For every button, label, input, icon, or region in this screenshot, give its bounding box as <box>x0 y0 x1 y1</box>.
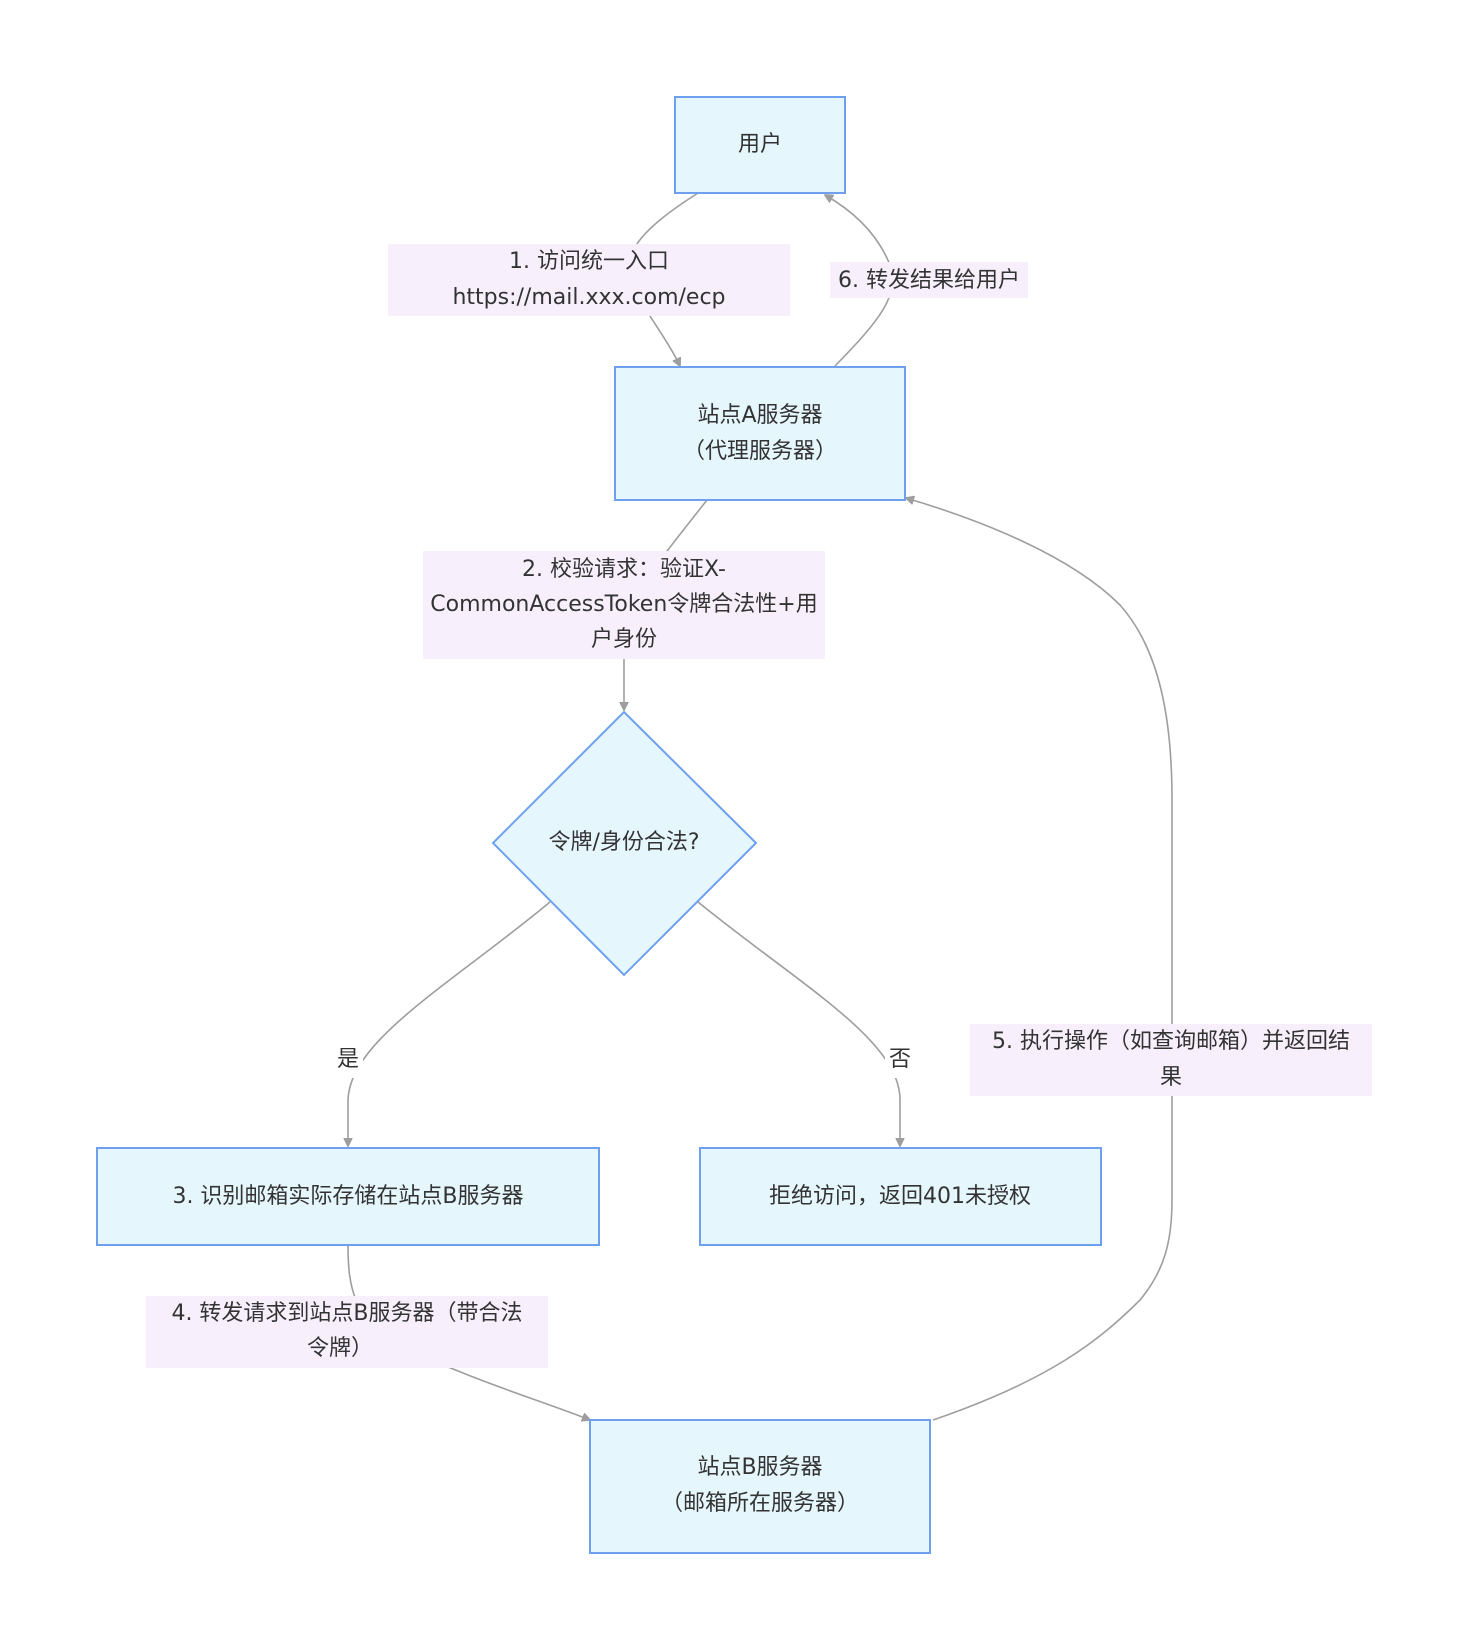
edge-label-1: 1. 访问统一入口 https://mail.xxx.com/ecp <box>388 244 790 316</box>
edge-decision-no <box>697 901 900 1146</box>
edge-label-yes-text: 是 <box>337 1047 359 1072</box>
edge-site-b-to-site-a <box>906 498 1173 1421</box>
node-decision: 令牌/身份合法? <box>491 710 758 977</box>
edge-decision-yes <box>348 901 551 1146</box>
edge-label-5-line-2: 果 <box>1160 1065 1182 1090</box>
edge-label-4-line-1: 4. 转发请求到站点B服务器（带合法 <box>171 1301 522 1326</box>
edge-label-1-line-2: https://mail.xxx.com/ecp <box>452 285 725 310</box>
edge-label-6: 6. 转发结果给用户 <box>830 262 1028 298</box>
edge-label-6-line-1: 6. 转发结果给用户 <box>838 268 1020 293</box>
edge-label-2-line-3: 户身份 <box>591 627 657 652</box>
edge-label-1-line-1: 1. 访问统一入口 <box>509 249 669 274</box>
edge-label-yes: 是 <box>333 1042 363 1078</box>
edge-label-5-line-1: 5. 执行操作（如查询邮箱）并返回结 <box>992 1029 1350 1054</box>
node-identify: 3. 识别邮箱实际存储在站点B服务器 <box>96 1147 600 1246</box>
edge-label-no-text: 否 <box>889 1047 911 1072</box>
edge-label-2-line-1: 2. 校验请求：验证X- <box>522 557 726 582</box>
node-site-b-line-1: 站点B服务器 <box>697 1455 822 1480</box>
edge-label-no: 否 <box>885 1042 915 1078</box>
edge-label-5: 5. 执行操作（如查询邮箱）并返回结 果 <box>970 1024 1372 1096</box>
node-site-b: 站点B服务器 （邮箱所在服务器） <box>589 1419 931 1554</box>
node-user-label: 用户 <box>738 132 782 157</box>
node-decision-label: 令牌/身份合法? <box>548 830 699 855</box>
node-identify-label: 3. 识别邮箱实际存储在站点B服务器 <box>172 1184 523 1209</box>
node-reject: 拒绝访问，返回401未授权 <box>699 1147 1102 1246</box>
node-user: 用户 <box>674 96 846 194</box>
node-site-a-line-2: （代理服务器） <box>683 439 837 464</box>
node-site-b-line-2: （邮箱所在服务器） <box>661 1491 859 1516</box>
node-site-a: 站点A服务器 （代理服务器） <box>614 366 906 501</box>
edge-label-4-line-2: 令牌） <box>307 1336 373 1361</box>
edge-label-4: 4. 转发请求到站点B服务器（带合法 令牌） <box>146 1296 548 1368</box>
node-site-a-line-1: 站点A服务器 <box>697 403 822 428</box>
edge-label-2: 2. 校验请求：验证X- CommonAccessToken令牌合法性+用 户身… <box>423 551 825 659</box>
node-reject-label: 拒绝访问，返回401未授权 <box>769 1184 1031 1209</box>
edge-label-2-line-2: CommonAccessToken令牌合法性+用 <box>430 592 817 617</box>
